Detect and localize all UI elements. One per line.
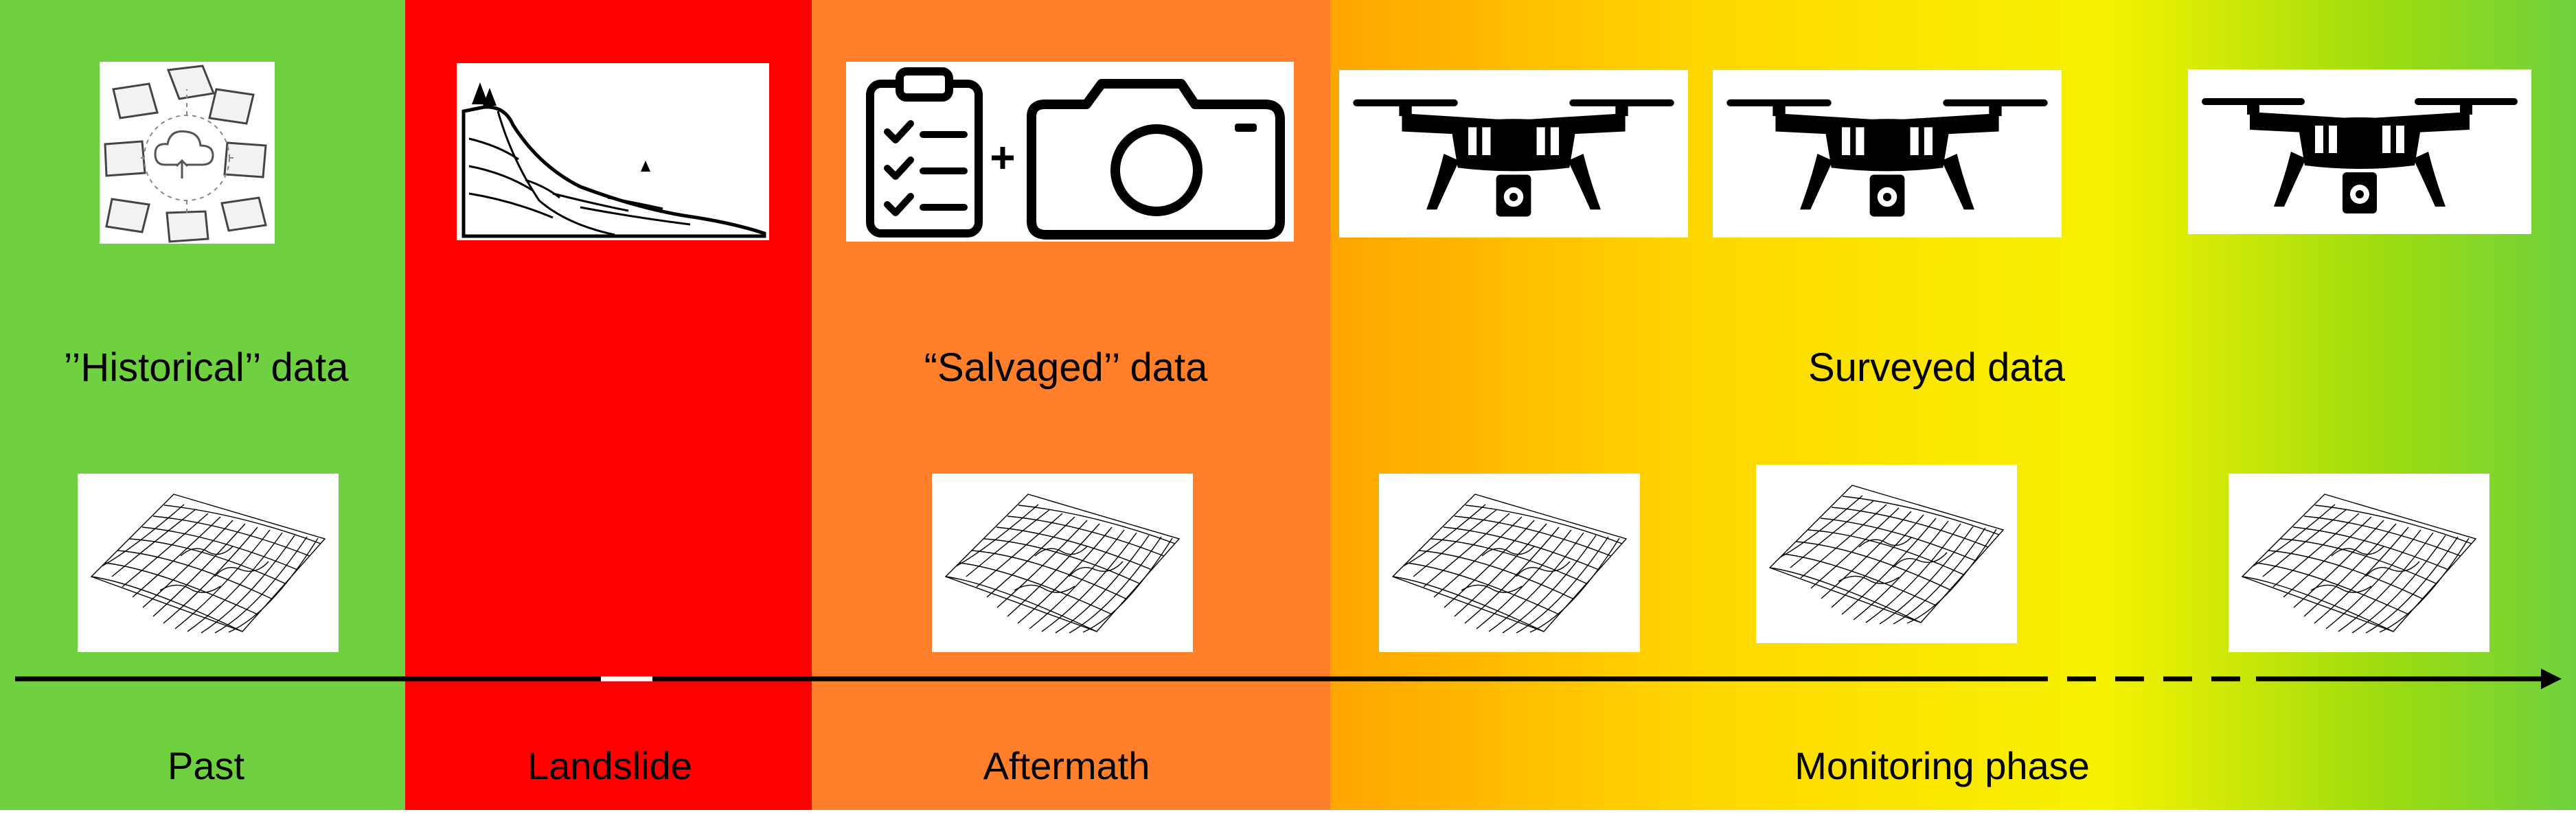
salvaged-data-icons <box>846 62 1294 242</box>
drone-icon <box>1713 70 2062 238</box>
landslide-slope-icon <box>457 63 769 240</box>
phase-label-monitoring: Monitoring phase <box>1794 744 2090 787</box>
drone-icon <box>2188 69 2531 234</box>
terrain-mesh-icon <box>78 474 339 652</box>
terrain-mesh-icon <box>1756 465 2017 643</box>
terrain-mesh-icon <box>1379 474 1640 652</box>
salvaged-data-label: “Salvaged’’ data <box>924 345 1208 390</box>
camera-icon <box>1027 79 1285 240</box>
map-tiles-cloud-icon <box>100 62 275 244</box>
historical-data-label: ’’Historical’’ data <box>64 345 350 390</box>
terrain-mesh-icon <box>932 474 1193 652</box>
timeline-arrow <box>15 669 2562 689</box>
surveyed-data-label: Surveyed data <box>1808 345 2066 390</box>
checklist-icon <box>866 67 983 238</box>
plus-icon <box>992 147 1014 169</box>
terrain-mesh-icon <box>2229 474 2489 652</box>
drone-icon <box>1339 70 1688 238</box>
phase-label-past: Past <box>168 744 244 787</box>
phase-label-aftermath: Aftermath <box>983 744 1150 787</box>
phase-label-landslide: Landslide <box>527 744 692 787</box>
